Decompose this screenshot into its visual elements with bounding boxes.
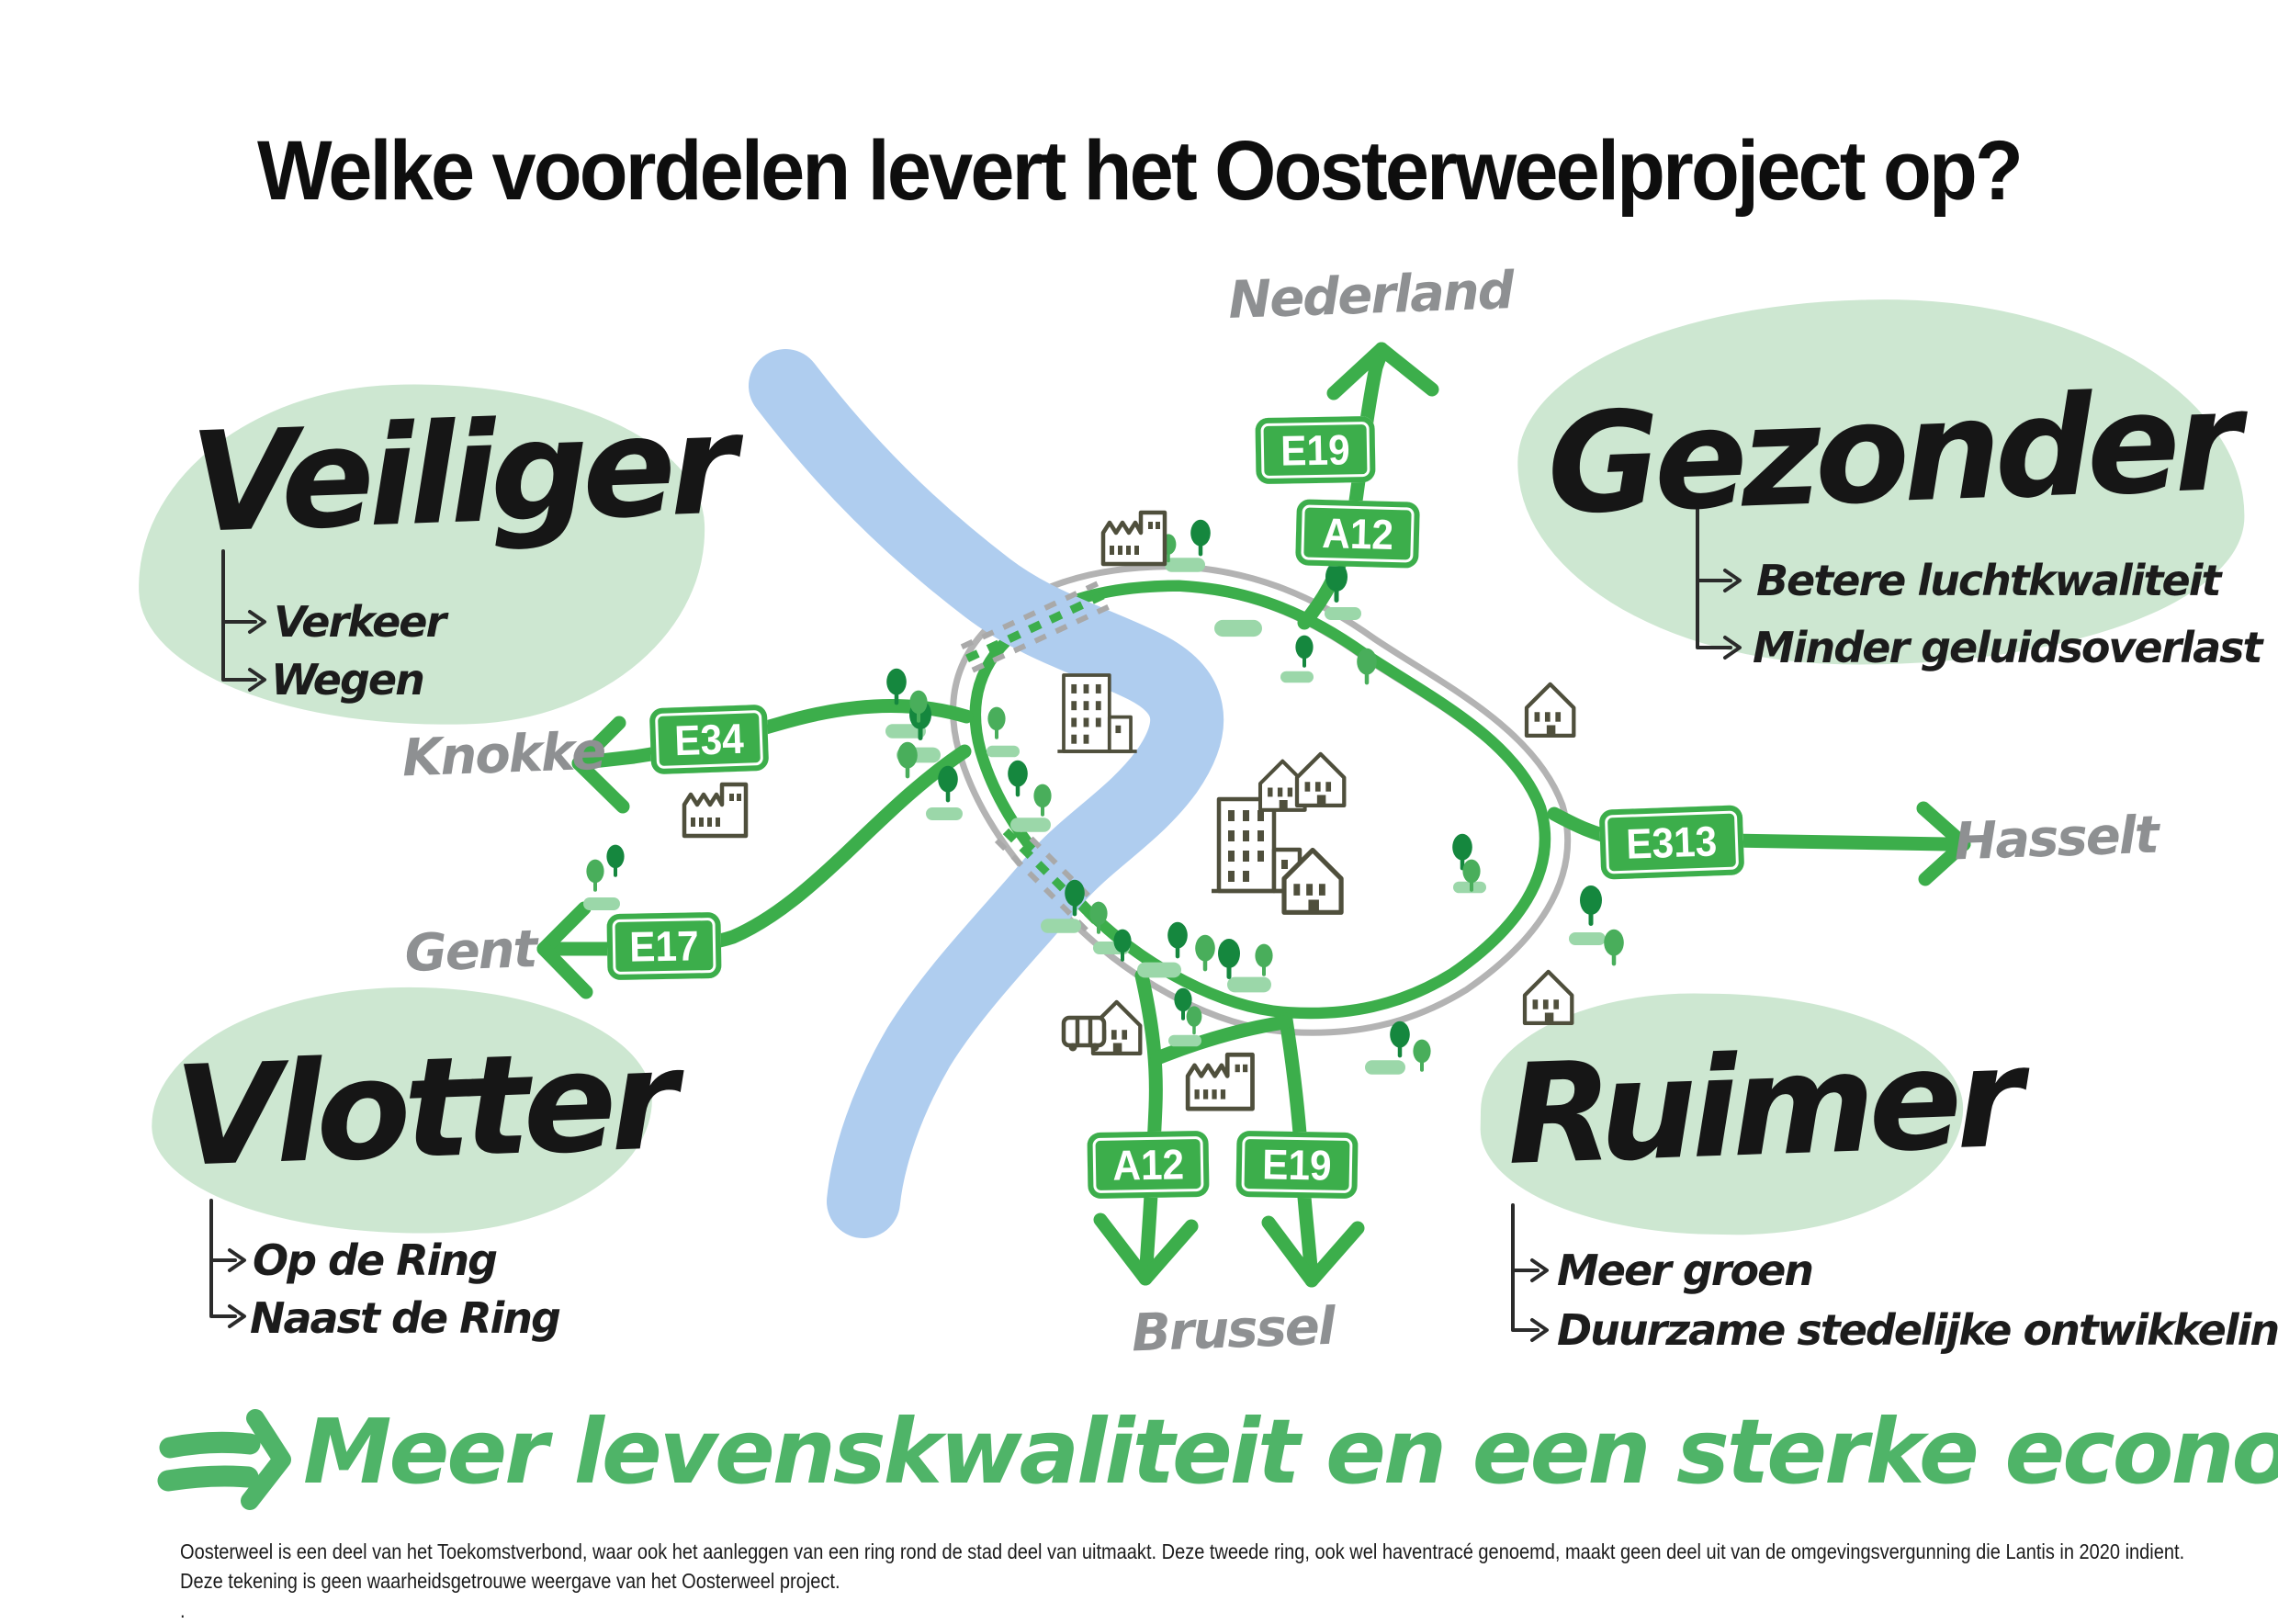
house-icon <box>1260 761 1305 810</box>
page-title: Welke voordelen levert het Oosterweelpro… <box>257 124 2024 218</box>
down-arrow-icon <box>1093 1212 1153 1286</box>
road-badge-e19-north: E19 <box>1255 415 1376 485</box>
ring-road <box>950 562 1571 1036</box>
ruimer-item-duurzame-ontwikkeling: Duurzame stedelijke ontwikkeling <box>1557 1305 2278 1355</box>
left-arrow-icon <box>536 901 592 956</box>
city-label-nederland: Nederland <box>1227 261 1514 331</box>
road-badge-a12-south: A12 <box>1087 1130 1210 1200</box>
highway-west-e34 <box>571 698 974 814</box>
river <box>749 349 1224 1238</box>
gezonder-item-geluidsoverlast: Minder geluidsoverlast <box>1753 623 2262 672</box>
road-badge-label: A12 <box>1321 508 1394 559</box>
highway-connector <box>1150 1015 1291 1066</box>
road-badge-label: E19 <box>1261 1140 1333 1190</box>
house-icon <box>1093 1002 1140 1054</box>
tunnel-dashes-icon <box>960 578 1116 941</box>
vlotter-item-op-de-ring: Op de Ring <box>253 1235 498 1285</box>
footer-line-3: . <box>180 1598 186 1622</box>
highway-north-e19-a12 <box>1297 342 1439 630</box>
footer-line-2: Deze tekening is geen waarheidsgetrouwe … <box>180 1569 840 1593</box>
road-badge-a12-north: A12 <box>1295 499 1420 569</box>
city-label-gent: Gent <box>403 919 537 984</box>
bus-icon <box>1064 1018 1104 1052</box>
footer-line-1: Oosterweel is een deel van het Toekomstv… <box>180 1539 2185 1563</box>
down-arrow-icon <box>1261 1215 1319 1288</box>
benefit-vlotter-label: Vlotter <box>172 1021 675 1198</box>
road-badge-e313: E313 <box>1598 805 1745 880</box>
up-arrow-icon <box>1326 342 1389 400</box>
road-badge-label: E313 <box>1625 817 1719 868</box>
road-badge-e17: E17 <box>606 911 722 981</box>
building-icon <box>1212 799 1307 891</box>
double-arrow-icon <box>157 1409 291 1510</box>
road-badge-label: A12 <box>1111 1140 1185 1190</box>
gezonder-item-luchtkwaliteit: Betere luchtkwaliteit <box>1756 556 2221 605</box>
ruimer-bracket <box>1511 1203 1549 1342</box>
highway-south-a12 <box>1093 968 1199 1286</box>
ruimer-item-meer-groen: Meer groen <box>1557 1246 1814 1295</box>
house-icon <box>1297 754 1344 806</box>
road-badge-label: E17 <box>628 921 700 971</box>
vlotter-bracket <box>209 1199 246 1328</box>
road-badge-e19-south: E19 <box>1235 1130 1359 1200</box>
vlotter-item-naast-de-ring: Naast de Ring <box>250 1293 561 1343</box>
house-icon <box>1527 684 1573 736</box>
benefit-ruimer-label: Ruimer <box>1504 1018 2020 1196</box>
tagline: Meer levenskwaliteit en een sterke econo… <box>303 1400 2278 1504</box>
city-label-brussel: Brussel <box>1130 1296 1336 1364</box>
building-icon <box>1055 673 1139 753</box>
house-icon <box>1284 850 1341 912</box>
factory-icon <box>684 784 746 836</box>
benefit-gezonder-label: Gezonder <box>1544 361 2239 546</box>
road-badge-e34: E34 <box>648 704 770 775</box>
road-badge-label: E34 <box>673 714 745 765</box>
trees <box>583 519 1624 1075</box>
veiliger-item-verkeer: Verkeer <box>274 597 446 647</box>
factory-icon <box>1103 513 1165 564</box>
factory-icon <box>1188 1054 1252 1109</box>
road-badge-label: E19 <box>1280 425 1351 475</box>
house-icon <box>1525 972 1572 1023</box>
city-label-knokke: Knokke <box>400 721 606 789</box>
city-label-hasselt: Hasselt <box>1953 805 2159 873</box>
benefit-veiliger-label: Veiliger <box>187 385 734 564</box>
buildings <box>684 513 1573 1109</box>
veiliger-item-wegen: Wegen <box>271 655 425 705</box>
